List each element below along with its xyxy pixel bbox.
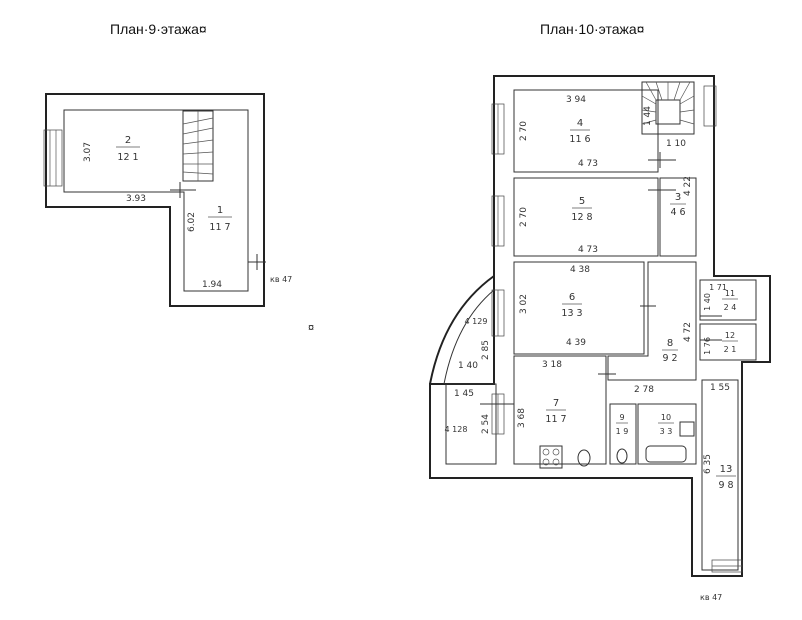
dim-439: 4 39 bbox=[566, 338, 586, 348]
floor10-plan: 4 11 6 5 12 8 3 4 6 6 13 3 8 9 2 7 11 7 … bbox=[429, 75, 771, 602]
room-7-number: 7 bbox=[553, 398, 559, 409]
dim-438: 4 38 bbox=[570, 265, 590, 275]
floor9-title: План·9·этажа¤ bbox=[110, 21, 207, 37]
toilet-icon bbox=[616, 448, 628, 464]
dim-368: 3 68 bbox=[517, 408, 527, 428]
room-10-area: 3 3 bbox=[660, 427, 673, 436]
room-5-number: 5 bbox=[579, 196, 585, 207]
floor9-room-2-area: 12 1 bbox=[117, 152, 138, 163]
room-6-outline bbox=[513, 261, 645, 355]
dim-285: 2 85 bbox=[481, 340, 491, 360]
floor10-windows bbox=[491, 85, 743, 573]
bathtub-icon bbox=[645, 445, 687, 463]
dim-110: 1 10 bbox=[666, 139, 686, 149]
floor9-staircase bbox=[182, 110, 214, 182]
dim-302: 3 02 bbox=[519, 294, 529, 314]
floor9-inner-wall bbox=[63, 109, 249, 292]
room-13-number: 13 bbox=[720, 464, 733, 475]
floor9-dim-602: 6.02 bbox=[187, 212, 197, 232]
bay-area-upper: 4 129 bbox=[465, 317, 488, 326]
floor10-staircase bbox=[641, 81, 695, 135]
room-11-area: 2 4 bbox=[724, 303, 737, 312]
room-4-number: 4 bbox=[577, 118, 583, 129]
floor10-apartment-label: кв 47 bbox=[700, 593, 722, 602]
dim-140-b: 1 40 bbox=[458, 361, 478, 371]
room-11-number: 11 bbox=[725, 289, 735, 298]
dim-318: 3 18 bbox=[542, 360, 562, 370]
floor10-outer-wall bbox=[429, 75, 771, 577]
dim-155: 1 55 bbox=[710, 383, 730, 393]
room-10-outline bbox=[637, 403, 697, 465]
room-6-area: 13 3 bbox=[561, 308, 582, 319]
dim-473-a: 4 73 bbox=[578, 159, 598, 169]
room-13-outline bbox=[701, 379, 739, 571]
dim-171: 1 71 bbox=[709, 283, 727, 292]
room-9-number: 9 bbox=[619, 413, 624, 422]
room-4-area: 11 6 bbox=[569, 134, 590, 145]
kitchen-stove-icon bbox=[539, 445, 563, 469]
dim-145: 1 45 bbox=[454, 389, 474, 399]
room-12-number: 12 bbox=[725, 331, 735, 340]
floor9-outer-wall bbox=[45, 93, 265, 307]
dim-473-b: 4 73 bbox=[578, 245, 598, 255]
room-8-outline bbox=[607, 261, 697, 381]
dim-422: 4 22 bbox=[683, 176, 693, 196]
room-10-number: 10 bbox=[661, 413, 671, 422]
dim-278: 2 78 bbox=[634, 385, 654, 395]
dim-270-b: 2 70 bbox=[519, 207, 529, 227]
room-3-outline bbox=[659, 177, 697, 257]
washbasin-icon bbox=[679, 421, 695, 437]
dim-176: 1 76 bbox=[703, 337, 712, 355]
floor10-door-marks bbox=[480, 152, 722, 412]
room-12-area: 2 1 bbox=[724, 345, 737, 354]
dim-394: 3 94 bbox=[566, 95, 586, 105]
floor9-room-1-area: 11 7 bbox=[209, 222, 230, 233]
bay-lower-outline bbox=[445, 383, 497, 465]
dim-270-a: 2 70 bbox=[519, 121, 529, 141]
room-7-area: 11 7 bbox=[545, 414, 566, 425]
room-5-outline bbox=[513, 177, 659, 257]
room-5-area: 12 8 bbox=[571, 212, 592, 223]
room-6-number: 6 bbox=[569, 292, 575, 303]
dim-144: 1 44 bbox=[643, 106, 653, 126]
floor10-bay-wall bbox=[429, 275, 495, 385]
dim-254: 2 54 bbox=[481, 414, 491, 434]
floor9-dim-307: 3.07 bbox=[83, 142, 93, 162]
floor9-plan: 2 12 1 1 11 7 3.07 3.93 6.02 1.94 кв 47 bbox=[43, 93, 292, 307]
room-3-area: 4 6 bbox=[670, 207, 685, 218]
room-11-outline bbox=[699, 279, 757, 321]
floor9-room-1-number: 1 bbox=[217, 205, 223, 216]
dim-635: 6 35 bbox=[703, 454, 713, 474]
floor10-title: План·10·этажа¤ bbox=[540, 21, 645, 37]
room-12-outline bbox=[699, 323, 757, 361]
room-4-outline bbox=[513, 89, 659, 173]
room-8-area: 9 2 bbox=[662, 353, 677, 364]
floor9-apartment-label: кв 47 bbox=[270, 275, 292, 284]
dim-140-a: 1 40 bbox=[703, 293, 712, 311]
bay-area-lower: 4 128 bbox=[445, 425, 468, 434]
floor9-dim-393: 3.93 bbox=[126, 194, 146, 204]
separator-mark: ¤ bbox=[308, 322, 315, 334]
room-8-number: 8 bbox=[667, 338, 673, 349]
floor9-room-2-number: 2 bbox=[125, 135, 131, 146]
dim-472: 4 72 bbox=[683, 322, 693, 342]
kitchen-sink-icon bbox=[577, 449, 591, 467]
room-9-area: 1 9 bbox=[616, 427, 629, 436]
room-13-area: 9 8 bbox=[718, 480, 733, 491]
room-3-number: 3 bbox=[675, 192, 681, 203]
room-7-outline bbox=[513, 355, 607, 465]
room-9-outline bbox=[609, 403, 637, 465]
floor9-window bbox=[43, 129, 63, 187]
floor9-dim-194: 1.94 bbox=[202, 280, 222, 290]
